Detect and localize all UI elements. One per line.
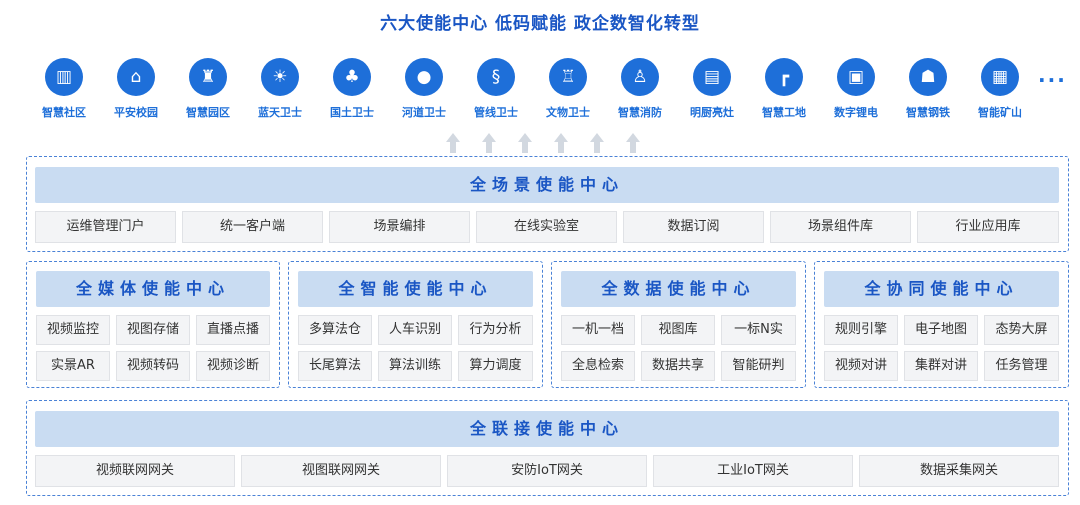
scenario-label: 文物卫士 <box>546 106 590 119</box>
scenario-label: 智慧社区 <box>42 106 86 119</box>
scenario-label: 智慧工地 <box>762 106 806 119</box>
ai-item[interactable]: 长尾算法 <box>298 351 372 381</box>
up-arrow-icon <box>626 133 640 153</box>
data-item[interactable]: 一机一档 <box>561 315 635 345</box>
battery-chip-icon: ▣ <box>837 58 875 96</box>
media-center-frame <box>26 261 280 388</box>
more-ellipsis-icon: ··· <box>1038 68 1067 92</box>
scenario-label: 蓝天卫士 <box>258 106 302 119</box>
media-item[interactable]: 视频诊断 <box>196 351 270 381</box>
scenario-label: 智能矿山 <box>978 106 1022 119</box>
up-arrow-icon <box>590 133 604 153</box>
scenario-label: 平安校园 <box>114 106 158 119</box>
worker-helmet-icon: ☗ <box>909 58 947 96</box>
connect-item[interactable]: 视频联网网关 <box>35 455 235 487</box>
scenario-label: 智慧消防 <box>618 106 662 119</box>
media-item[interactable]: 实景AR <box>36 351 110 381</box>
scenario-smart-mine[interactable]: ▦ 智能矿山 <box>964 58 1036 120</box>
scene-center-frame <box>26 156 1069 252</box>
mine-factory-icon: ▦ <box>981 58 1019 96</box>
sun-cloud-icon: ☀ <box>261 58 299 96</box>
campus-building-icon: ⌂ <box>117 58 155 96</box>
scenario-label: 数字锂电 <box>834 106 878 119</box>
scene-item[interactable]: 数据订阅 <box>623 211 764 243</box>
media-item[interactable]: 视频转码 <box>116 351 190 381</box>
up-arrow-icon <box>518 133 532 153</box>
scenario-label: 河道卫士 <box>402 106 446 119</box>
scenario-bright-kitchen[interactable]: ▤ 明厨亮灶 <box>676 58 748 120</box>
oven-icon: ▤ <box>693 58 731 96</box>
collab-item[interactable]: 电子地图 <box>904 315 978 345</box>
scenario-land-guard[interactable]: ♣ 国土卫士 <box>316 58 388 120</box>
scene-item[interactable]: 运维管理门户 <box>35 211 176 243</box>
scenario-smart-fire[interactable]: ♙ 智慧消防 <box>604 58 676 120</box>
scenario-pipeline-guard[interactable]: § 管线卫士 <box>460 58 532 120</box>
ai-item[interactable]: 人车识别 <box>378 315 452 345</box>
media-item[interactable]: 视图存储 <box>116 315 190 345</box>
up-arrow-icon <box>446 133 460 153</box>
collab-item[interactable]: 任务管理 <box>984 351 1059 381</box>
scenario-label: 管线卫士 <box>474 106 518 119</box>
up-arrow-icon <box>482 133 496 153</box>
collab-item[interactable]: 视频对讲 <box>824 351 898 381</box>
scene-item[interactable]: 在线实验室 <box>476 211 617 243</box>
media-item[interactable]: 视频监控 <box>36 315 110 345</box>
scene-center-title: 全场景使能中心 <box>35 167 1059 203</box>
pipeline-icon: § <box>477 58 515 96</box>
scenario-relic-guard[interactable]: ♖ 文物卫士 <box>532 58 604 120</box>
data-item[interactable]: 数据共享 <box>641 351 715 381</box>
collab-center-title: 全协同使能中心 <box>824 271 1059 307</box>
scenario-blue-sky[interactable]: ☀ 蓝天卫士 <box>244 58 316 120</box>
ai-item[interactable]: 算法训练 <box>378 351 452 381</box>
data-center-frame <box>551 261 806 388</box>
media-item[interactable]: 直播点播 <box>196 315 270 345</box>
ai-item[interactable]: 多算法仓 <box>298 315 372 345</box>
collab-item[interactable]: 集群对讲 <box>904 351 978 381</box>
factory-icon: ♜ <box>189 58 227 96</box>
connect-item[interactable]: 安防IoT网关 <box>447 455 647 487</box>
connect-item[interactable]: 视图联网网关 <box>241 455 441 487</box>
scene-item[interactable]: 场景编排 <box>329 211 470 243</box>
data-item[interactable]: 一标N实 <box>721 315 796 345</box>
scene-item[interactable]: 行业应用库 <box>917 211 1059 243</box>
apartment-buildings-icon: ▥ <box>45 58 83 96</box>
data-item[interactable]: 视图库 <box>641 315 715 345</box>
ai-center-frame <box>288 261 543 388</box>
scenario-label: 智慧园区 <box>186 106 230 119</box>
scenario-smart-site[interactable]: ┏ 智慧工地 <box>748 58 820 120</box>
land-tree-icon: ♣ <box>333 58 371 96</box>
data-item[interactable]: 全息检索 <box>561 351 635 381</box>
page-title: 六大使能中心 低码赋能 政企数智化转型 <box>380 14 700 34</box>
scenario-label: 智慧钢铁 <box>906 106 950 119</box>
connect-item[interactable]: 数据采集网关 <box>859 455 1059 487</box>
scenario-label: 明厨亮灶 <box>690 106 734 119</box>
connect-item[interactable]: 工业IoT网关 <box>653 455 853 487</box>
scene-item[interactable]: 统一客户端 <box>182 211 323 243</box>
data-center-title: 全数据使能中心 <box>561 271 796 307</box>
water-drop-icon: ● <box>405 58 443 96</box>
scenario-smart-community[interactable]: ▥ 智慧社区 <box>28 58 100 120</box>
ai-center-title: 全智能使能中心 <box>298 271 533 307</box>
scenario-river-guard[interactable]: ● 河道卫士 <box>388 58 460 120</box>
scenario-digital-lithium[interactable]: ▣ 数字锂电 <box>820 58 892 120</box>
scenario-smart-park[interactable]: ♜ 智慧园区 <box>172 58 244 120</box>
scenario-icon-row: ▥ 智慧社区 ⌂ 平安校园 ♜ 智慧园区 ☀ 蓝天卫士 ♣ 国土卫士 ● 河道卫… <box>28 58 1068 128</box>
media-center-title: 全媒体使能中心 <box>36 271 270 307</box>
ai-item[interactable]: 算力调度 <box>458 351 533 381</box>
collab-center-frame <box>814 261 1069 388</box>
connect-center-frame <box>26 400 1069 496</box>
fire-hydrant-icon: ♙ <box>621 58 659 96</box>
scenario-label: 国土卫士 <box>330 106 374 119</box>
collab-item[interactable]: 规则引擎 <box>824 315 898 345</box>
scene-item[interactable]: 场景组件库 <box>770 211 911 243</box>
cultural-relic-icon: ♖ <box>549 58 587 96</box>
tower-crane-icon: ┏ <box>765 58 803 96</box>
collab-item[interactable]: 态势大屏 <box>984 315 1059 345</box>
scenario-safe-campus[interactable]: ⌂ 平安校园 <box>100 58 172 120</box>
scenario-smart-steel[interactable]: ☗ 智慧钢铁 <box>892 58 964 120</box>
connect-center-title: 全联接使能中心 <box>35 411 1059 447</box>
ai-item[interactable]: 行为分析 <box>458 315 533 345</box>
up-arrow-icon <box>554 133 568 153</box>
data-item[interactable]: 智能研判 <box>721 351 796 381</box>
